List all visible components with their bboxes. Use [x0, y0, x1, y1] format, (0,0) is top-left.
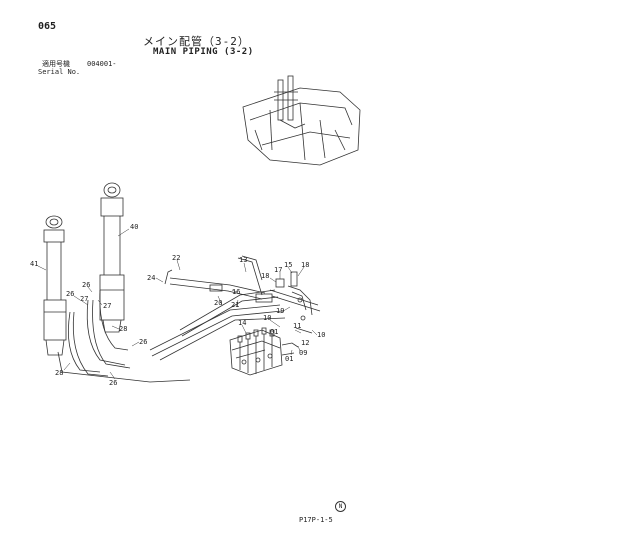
machine-overview [242, 75, 361, 166]
control-valve [229, 327, 299, 376]
callout-18: 18 [261, 272, 269, 280]
callout-01: 01 [285, 355, 293, 363]
serial-range: 004001- [87, 60, 117, 68]
callout-40: 40 [130, 223, 138, 231]
callout-24: 24 [147, 274, 155, 282]
callout-01: 01 [270, 328, 278, 336]
callout-10: 10 [317, 331, 325, 339]
callout-21: 21 [231, 301, 239, 309]
callout-12: 12 [301, 339, 309, 347]
callout-27: 27 [103, 302, 111, 310]
callout-27: 27 [80, 295, 88, 303]
callout-28: 28 [119, 325, 127, 333]
callout-19: 19 [276, 307, 284, 315]
callout-13: 13 [239, 256, 247, 264]
callout-09: 09 [299, 349, 307, 357]
boom-cylinder-left [43, 215, 67, 356]
callout-20: 20 [214, 299, 222, 307]
footer-code: P17P-1-5 [299, 516, 333, 524]
callout-16: 16 [232, 288, 240, 296]
callout-26: 26 [66, 290, 74, 298]
callout-41: 41 [30, 260, 38, 268]
callout-22: 22 [172, 254, 180, 262]
callout-18: 18 [301, 261, 309, 269]
callout-14: 14 [238, 319, 246, 327]
callout-11: 11 [293, 322, 301, 330]
callout-28: 28 [55, 369, 63, 377]
callout-17: 17 [274, 266, 282, 274]
title-japanese: メイン配管（3-2） [143, 35, 250, 48]
callout-26: 26 [82, 281, 90, 289]
callout-labels: 40 41 26 26 27 27 28 28 26 26 22 24 13 1… [30, 223, 325, 387]
leader-lines [37, 228, 318, 380]
serial-label-japanese: 適用号機 [42, 60, 70, 68]
page-number: 065 [38, 21, 57, 32]
hoses [57, 289, 286, 383]
callout-15: 15 [284, 261, 292, 269]
serial-label-english: Serial No. [38, 68, 81, 76]
north-mark-icon: N [335, 501, 346, 512]
title-english: MAIN PIPING (3-2) [153, 47, 254, 57]
callout-26: 26 [109, 379, 117, 387]
callout-26: 26 [139, 338, 147, 346]
callout-10: 10 [263, 314, 271, 322]
upper-pipes [164, 255, 321, 312]
